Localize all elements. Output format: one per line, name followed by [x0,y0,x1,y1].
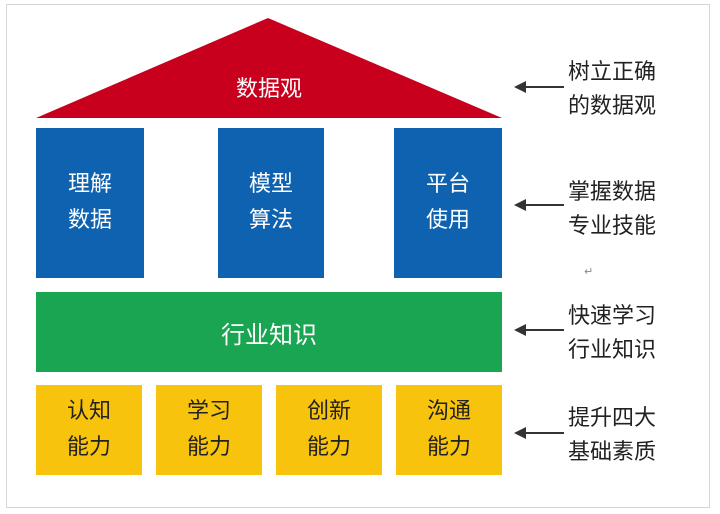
note-line1: 快速学习 [568,304,657,329]
left-arrow-icon [514,427,564,439]
block-label-line2: 能力 [306,435,351,460]
note-line2: 专业技能 [568,214,657,239]
note-line1: 提升四大 [568,406,657,431]
note-professional-skills: 掌握数据专业技能 [568,176,708,244]
pillar-understand-data: 理解数据 [36,128,144,278]
left-arrow-icon [514,324,564,336]
pillar-label-line1: 理解 [67,172,112,197]
note-industry-knowledge: 快速学习行业知识 [568,300,708,368]
left-arrow-icon [514,81,564,93]
roof-label: 数据观 [235,77,302,102]
left-arrow-icon [514,199,564,211]
band-label: 行业知识 [221,320,317,349]
pillar-label-line2: 使用 [425,208,470,233]
industry-knowledge-band: 行业知识 [36,292,502,372]
block-cognitive-ability: 认知能力 [36,385,142,475]
pillar-platform-use: 平台使用 [394,128,502,278]
diagram-frame [6,4,710,508]
pillar-label-line2: 算法 [248,208,293,233]
block-label-line2: 能力 [426,435,471,460]
pillar-model-algorithm: 模型算法 [218,128,324,278]
block-label-line1: 学习 [186,399,231,424]
block-label-line1: 沟通 [426,399,471,424]
pillar-label-line1: 平台 [425,172,470,197]
pillar-label-line2: 数据 [67,208,112,233]
block-learning-ability: 学习能力 [156,385,262,475]
block-label-line1: 认知 [66,399,111,424]
note-line2: 行业知识 [568,338,657,363]
block-communication-ability: 沟通能力 [396,385,502,475]
block-label-line2: 能力 [186,435,231,460]
pillar-label-line1: 模型 [248,172,293,197]
block-label-line2: 能力 [66,435,111,460]
note-line2: 的数据观 [568,94,657,119]
block-innovation-ability: 创新能力 [276,385,382,475]
note-basic-qualities: 提升四大基础素质 [568,402,708,470]
note-data-view: 树立正确的数据观 [568,56,708,124]
note-line2: 基础素质 [568,440,657,465]
block-label-line1: 创新 [306,399,351,424]
note-line1: 树立正确 [568,60,657,85]
paragraph-mark: ↵ [584,265,594,278]
note-line1: 掌握数据 [568,180,657,205]
